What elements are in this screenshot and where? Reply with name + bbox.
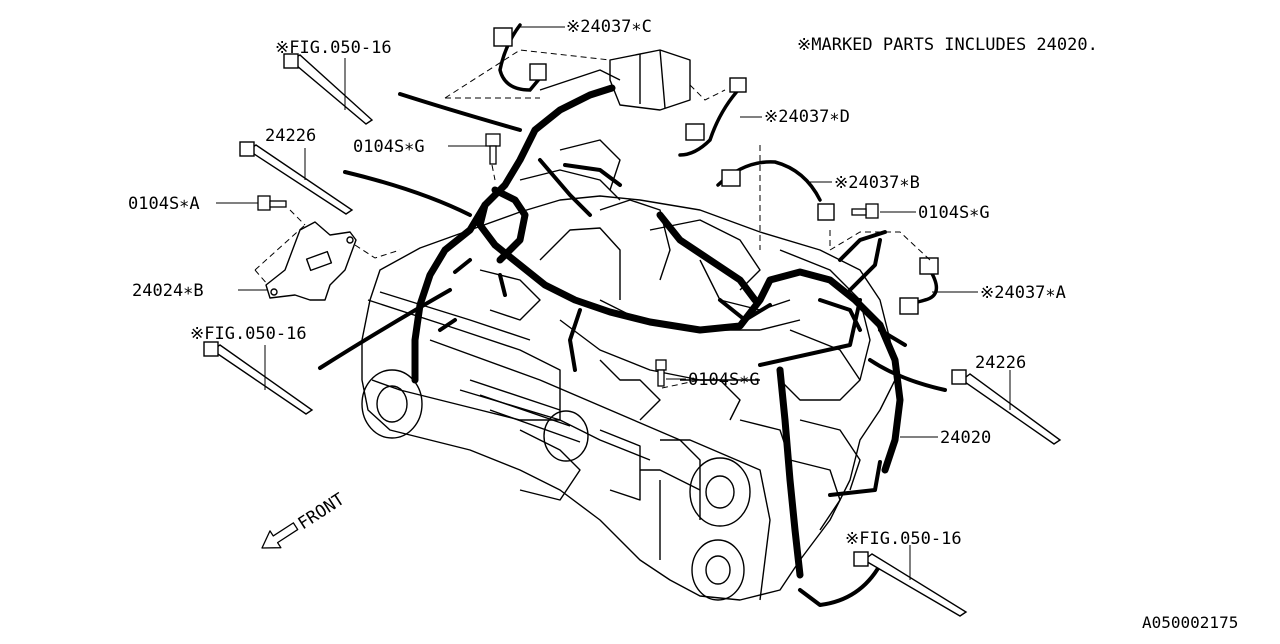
cable-tie-fig-ml bbox=[203, 341, 314, 415]
note-text: ※MARKED PARTS INCLUDES 24020. bbox=[797, 35, 1098, 55]
bolt-0104s-g-mid bbox=[655, 359, 667, 387]
callout-bolt-a: 0104S∗A bbox=[128, 194, 200, 214]
front-arrow-icon bbox=[261, 522, 299, 549]
callout-bracket: 24024∗B bbox=[132, 281, 204, 301]
front-label: FRONT bbox=[295, 489, 349, 534]
cable-tie-fig-br bbox=[853, 551, 968, 617]
front-arrow: FRONT bbox=[261, 489, 349, 549]
callout-sensor-d: ※24037∗D bbox=[764, 107, 850, 127]
sensor-24037-a bbox=[899, 257, 939, 315]
bolt-0104s-g-top bbox=[485, 133, 501, 165]
location-dashes bbox=[254, 49, 931, 389]
engine-block bbox=[361, 49, 896, 601]
cable-tie-fig-tl bbox=[283, 53, 374, 125]
callout-harness: 24020 bbox=[940, 428, 991, 448]
callout-sensor-b: ※24037∗B bbox=[834, 173, 920, 193]
bolt-0104s-g-right bbox=[851, 203, 879, 219]
bolt-0104s-a bbox=[257, 195, 287, 211]
sensor-24037-c bbox=[493, 23, 547, 92]
cable-tie-24226-left bbox=[239, 141, 354, 215]
bracket-24024-b bbox=[265, 221, 357, 301]
wire-harness-24020 bbox=[411, 84, 904, 579]
figure-code: A050002175 bbox=[1142, 613, 1238, 632]
callout-bolt-g-top: 0104S∗G bbox=[353, 137, 425, 157]
cable-tie-24226-right bbox=[951, 369, 1062, 445]
callout-fig-ml: ※FIG.050-16 bbox=[190, 324, 307, 344]
callout-sensor-c: ※24037∗C bbox=[566, 17, 652, 37]
callout-fig-br: ※FIG.050-16 bbox=[845, 529, 962, 549]
callout-labels: ※MARKED PARTS INCLUDES 24020. A050002175… bbox=[128, 17, 1238, 632]
callout-bolt-g-mid: 0104S∗G bbox=[688, 370, 760, 390]
callout-tie-right: 24226 bbox=[975, 353, 1026, 373]
wire-branches bbox=[318, 92, 947, 607]
sensor-24037-b bbox=[716, 160, 835, 221]
sensor-24037-d bbox=[678, 77, 747, 157]
callout-tie-left: 24226 bbox=[265, 126, 316, 146]
leader-lines bbox=[216, 26, 1011, 580]
callout-sensor-a: ※24037∗A bbox=[980, 283, 1066, 303]
callout-fig-tl: ※FIG.050-16 bbox=[275, 38, 392, 58]
callout-bolt-g-right: 0104S∗G bbox=[918, 203, 990, 223]
